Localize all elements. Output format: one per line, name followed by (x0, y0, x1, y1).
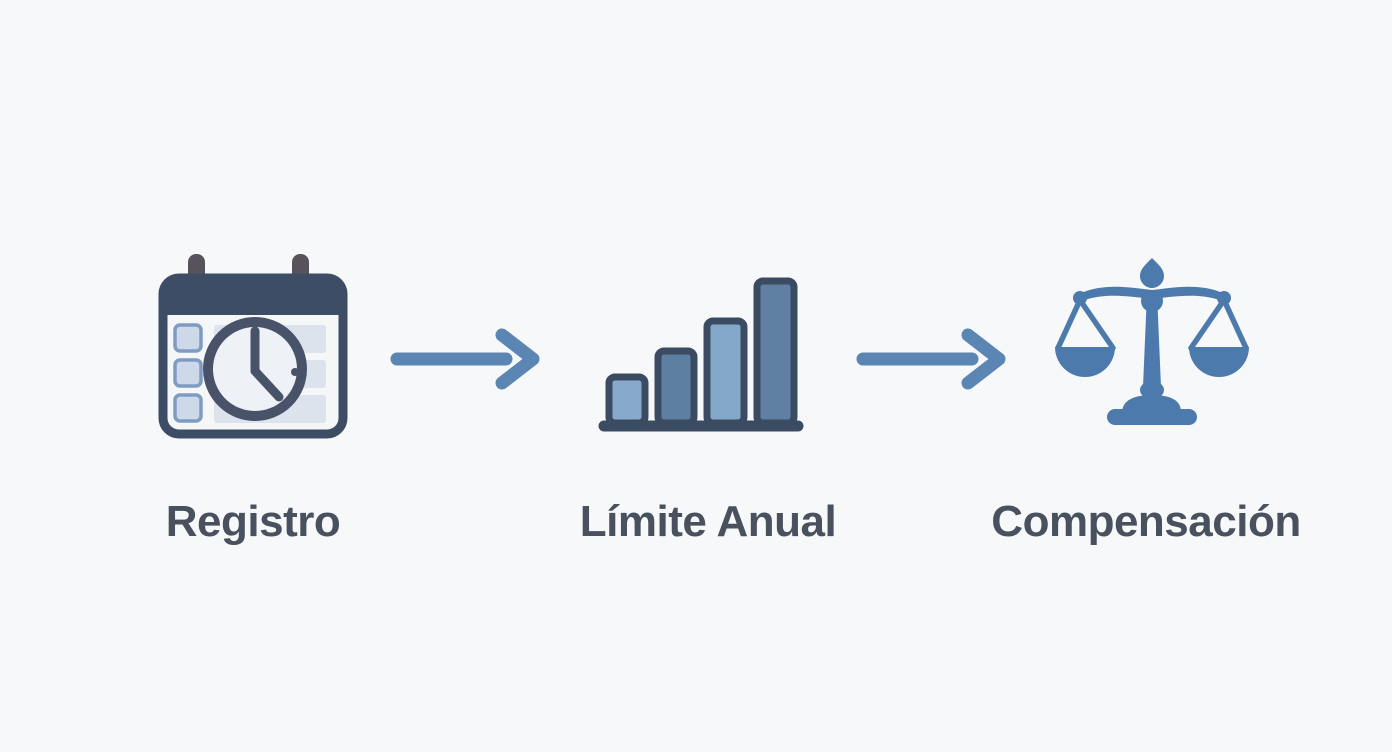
calendar-header-band (163, 278, 343, 315)
balance-scale-icon (1055, 258, 1249, 425)
clock-face (203, 317, 307, 421)
calendar-checkbox-squares (173, 323, 203, 423)
arrow-right-icon (856, 328, 1006, 390)
bar-chart-bars (605, 277, 798, 427)
bar-chart-icon (598, 277, 804, 432)
calendar-clock-icon (158, 254, 348, 439)
step-label-compensacion: Compensación (991, 497, 1301, 546)
arrow-right-icon (390, 328, 540, 390)
balance-scale-shape (1055, 258, 1249, 425)
step-label-limite-anual: Límite Anual (579, 497, 837, 546)
step-label-registro: Registro (165, 497, 341, 546)
